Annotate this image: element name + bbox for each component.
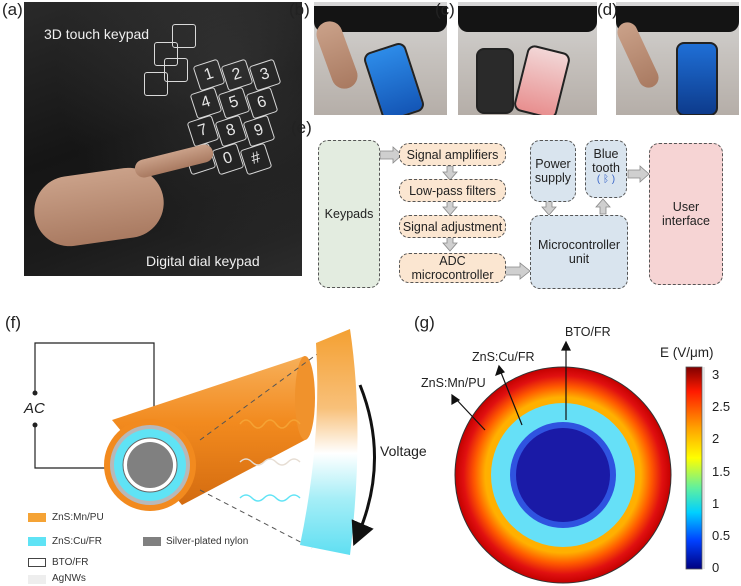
microcontroller-label-line2: unit — [568, 252, 590, 266]
colorbar-tick-label: 3 — [712, 367, 720, 382]
legend-zns-mn: ZnS:Mn/PU — [52, 512, 104, 523]
photo-c — [458, 2, 597, 115]
legend-swatch-zns-cu — [28, 537, 46, 546]
legend-swatch-bto — [28, 558, 46, 567]
colorbar-tick-label: 2 — [712, 431, 720, 447]
keypads-box: Keypads — [318, 140, 380, 288]
legend-swatch-agnws — [28, 575, 46, 584]
photo-caption-top: 3D touch keypad — [44, 26, 150, 42]
panel-label-e: (e) — [291, 118, 312, 137]
colorbar-tick-label: 2.5 — [712, 399, 731, 415]
phone-calling-screen — [476, 48, 514, 114]
photo-d — [616, 2, 739, 115]
panel-label-g: (g) — [414, 313, 435, 332]
photo-caption-bottom: Digital dial keypad — [146, 253, 260, 269]
legend-zns-cu: ZnS:Cu/FR — [52, 536, 103, 547]
legend-agnws: AgNWs — [52, 573, 86, 584]
panel-label-a: (a) — [2, 0, 23, 19]
panel-label-d: (d) — [597, 0, 618, 19]
legend-swatch-zns-mn — [28, 513, 46, 522]
panel-label-c: (c) — [435, 0, 455, 19]
colorbar-tick-label: 1 — [712, 495, 720, 511]
signal-amplifiers-box: Signal amplifiers — [399, 143, 506, 166]
colorbar-tick-label: 1.5 — [712, 463, 731, 479]
low-pass-filters-box: Low-pass filters — [399, 179, 506, 202]
photo-b — [314, 2, 447, 115]
top-keypad-key — [144, 72, 168, 96]
colorbar-tick-label: 0.5 — [712, 527, 731, 543]
panel-label-f: (f) — [5, 313, 22, 332]
user-interface-label-line1: User — [672, 200, 700, 214]
ac-label: AC — [24, 400, 45, 417]
power-supply-box: Power supply — [530, 140, 576, 202]
bluetooth-box: Blue tooth ( ᛒ ) — [585, 140, 627, 198]
top-keypad-key — [164, 58, 188, 82]
adc-microcontroller-box: ADC microcontroller — [399, 253, 506, 283]
field-label-zns-cu: ZnS:Cu/FR — [472, 350, 535, 364]
signal-adjustment-box: Signal adjustment — [399, 215, 506, 238]
bluetooth-label-line2: tooth — [592, 161, 620, 175]
colorbar-title: E (V/μm) — [660, 345, 714, 360]
field-label-bto: BTO/FR — [565, 325, 611, 339]
top-keypad-key — [172, 24, 196, 48]
legend-swatch-silver-nylon — [143, 537, 161, 546]
bluetooth-label-line1: Blue — [593, 147, 619, 161]
user-interface-label-line2: interface — [662, 214, 710, 228]
phone-app-screen — [676, 42, 718, 115]
colorbar-tick-label: 0 — [712, 560, 720, 575]
legend-silver-nylon: Silver-plated nylon — [166, 536, 249, 547]
panel-label-b: (b) — [289, 0, 310, 19]
voltage-label: Voltage — [380, 443, 427, 459]
microcontroller-label-line1: Microcontroller — [538, 238, 620, 252]
user-interface-box: User interface — [649, 143, 723, 285]
legend-bto: BTO/FR — [52, 557, 89, 568]
field-label-zns-mn: ZnS:Mn/PU — [421, 376, 486, 390]
microcontroller-unit-box: Microcontroller unit — [530, 215, 628, 289]
power-supply-label-line2: supply — [534, 171, 572, 185]
top-keypad-key — [154, 42, 178, 66]
power-supply-label-line1: Power — [535, 157, 571, 171]
bluetooth-icon: ( ᛒ ) — [596, 174, 616, 185]
